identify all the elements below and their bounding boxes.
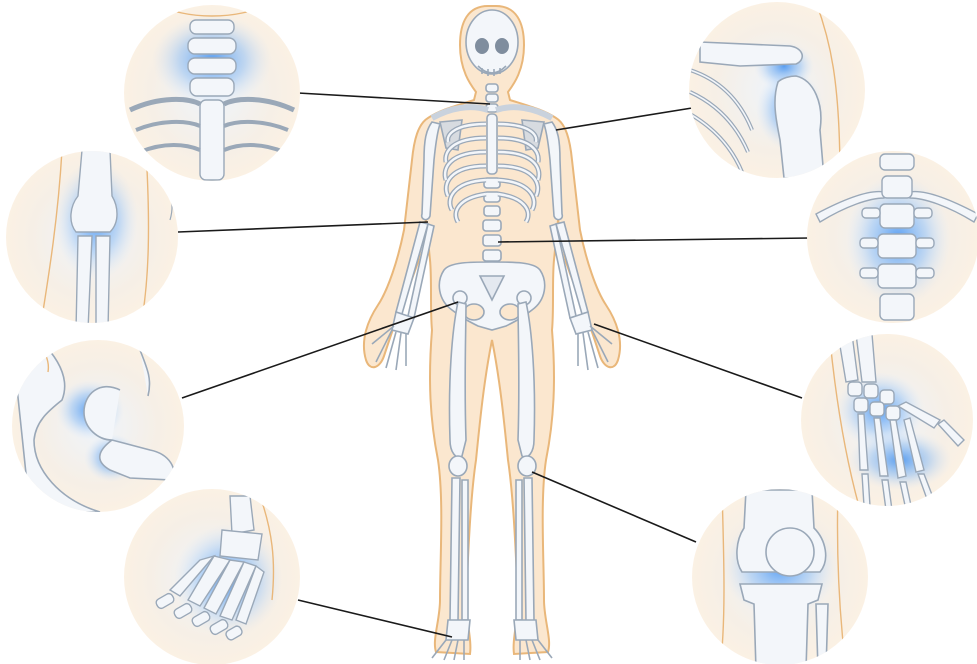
leader-line-hip [182,302,458,398]
inset-knee [692,489,868,664]
leader-line-elbow [178,222,428,232]
skull-icon [466,10,518,74]
inset-lumbar [807,151,977,323]
left-patella-icon [449,456,467,476]
leader-line-neck [298,93,490,104]
leader-line-shoulder [556,108,692,130]
inset-foot [124,489,300,664]
leader-line-foot [298,600,452,637]
inset-neck [124,4,300,181]
inset-shoulder [689,2,865,178]
inset-wrist [801,334,973,510]
leader-line-knee [532,472,696,542]
inset-elbow [6,150,178,330]
leader-line-wrist [594,324,802,398]
inset-hip [12,340,184,512]
